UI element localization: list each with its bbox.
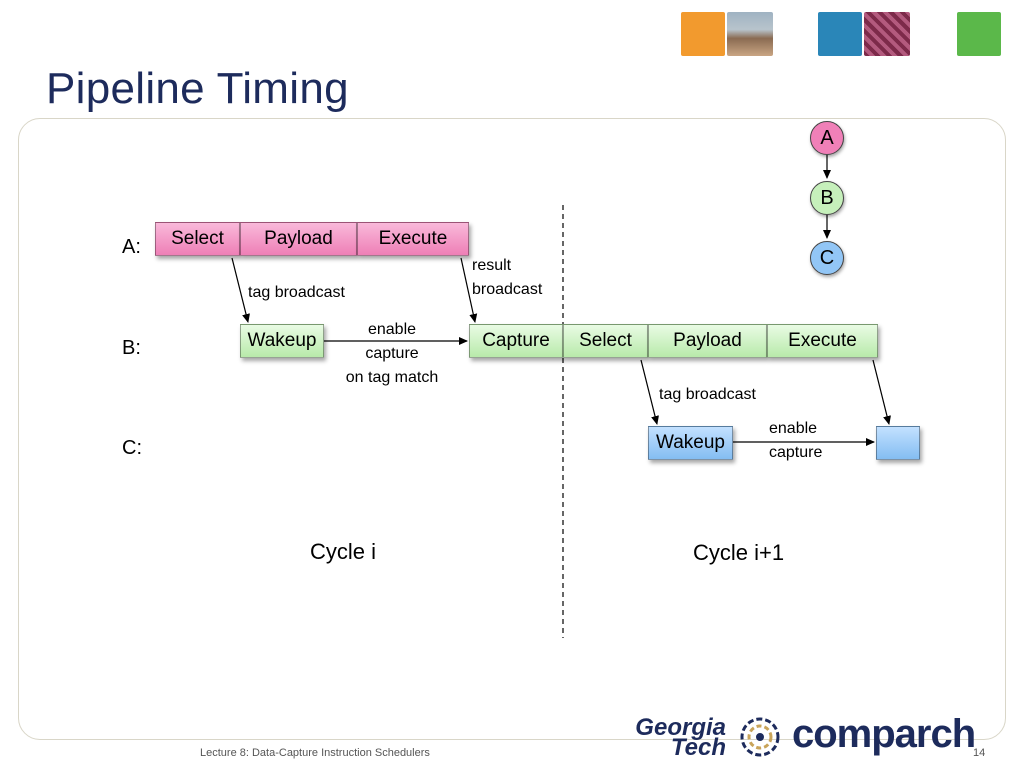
stage-a-execute: Execute bbox=[357, 222, 469, 256]
note-enable-b: enable bbox=[367, 321, 417, 338]
page-number: 14 bbox=[973, 747, 986, 759]
note-result: result bbox=[472, 257, 512, 274]
comparch-logo-text: comparch bbox=[792, 712, 976, 756]
stage-a-select: Select bbox=[155, 222, 240, 256]
note-enable-c: enable bbox=[769, 420, 818, 437]
logo-text-tech: Tech bbox=[670, 734, 726, 761]
header-thumbnail-campus-photo bbox=[727, 12, 773, 56]
arrow-result-broadcast-a-to-b bbox=[460, 257, 478, 323]
stage-b-payload: Payload bbox=[648, 324, 767, 358]
arrow-result-b-to-c bbox=[872, 359, 891, 425]
footer-lecture-title: Lecture 8: Data-Capture Instruction Sche… bbox=[200, 747, 430, 759]
comparch-swirl-icon bbox=[740, 717, 780, 757]
header-thumbnail-chip-photo bbox=[864, 12, 910, 56]
arrow-tag-broadcast-b-to-c bbox=[640, 359, 659, 425]
header-thumbnail-orange bbox=[681, 12, 725, 56]
logo-text-georgia: Georgia bbox=[635, 714, 726, 741]
stage-c-wakeup: Wakeup bbox=[648, 426, 733, 460]
graph-node-b: B bbox=[810, 181, 844, 215]
note-capture-c: capture bbox=[769, 444, 823, 461]
row-label-b: B: bbox=[122, 337, 141, 359]
slide-title: Pipeline Timing bbox=[46, 64, 349, 113]
stage-a-payload: Payload bbox=[240, 222, 357, 256]
cycle-label-i-plus-1: Cycle i+1 bbox=[693, 540, 785, 565]
stage-b-capture: Capture bbox=[469, 324, 563, 358]
graph-node-c: C bbox=[810, 241, 844, 275]
note-on-tag-match: on tag match bbox=[345, 369, 439, 386]
cycle-label-i: Cycle i bbox=[310, 539, 377, 564]
row-label-c: C: bbox=[122, 437, 142, 459]
note-capture-b: capture bbox=[365, 345, 419, 362]
stage-c-empty bbox=[876, 426, 920, 460]
header-thumbnail-teal bbox=[818, 12, 862, 56]
georgia-tech-logo: Georgia Tech bbox=[630, 714, 726, 761]
stage-b-execute: Execute bbox=[767, 324, 878, 358]
note-tag-broadcast-a: tag broadcast bbox=[248, 284, 345, 301]
graph-node-a: A bbox=[810, 121, 844, 155]
row-label-a: A: bbox=[122, 236, 141, 258]
stage-b-select: Select bbox=[563, 324, 648, 358]
note-broadcast: broadcast bbox=[472, 281, 543, 298]
content-panel bbox=[18, 118, 1006, 740]
arrow-tag-broadcast-a-to-b bbox=[231, 257, 250, 323]
header-thumbnail-green bbox=[957, 12, 1001, 56]
note-tag-broadcast-b: tag broadcast bbox=[659, 386, 756, 403]
stage-b-wakeup: Wakeup bbox=[240, 324, 324, 358]
